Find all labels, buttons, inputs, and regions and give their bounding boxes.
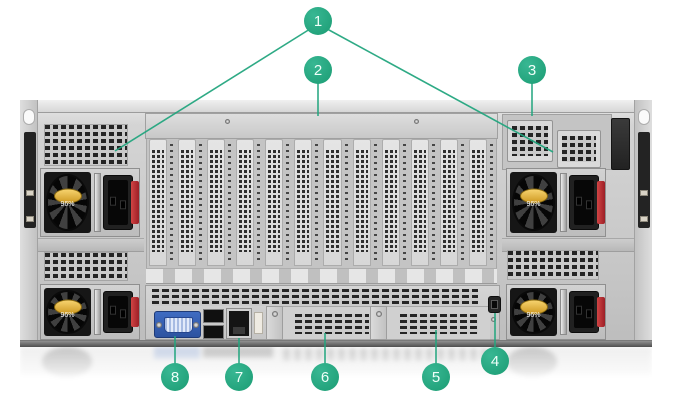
usb-port-icon: [203, 325, 224, 339]
pcie-latch-row: [146, 268, 497, 284]
psu-vent-bottom-left: [44, 252, 128, 281]
callout-5: 5: [422, 363, 450, 391]
blank-slot-vent: [295, 314, 369, 334]
pcie-slot-blank: [292, 139, 321, 268]
rack-ear-strip-right: [638, 132, 650, 228]
psu-efficiency-badge: [53, 299, 82, 315]
callout-4: 4: [481, 347, 509, 375]
power-supply-top-right: 96%: [506, 168, 606, 237]
thumbscrew-left: [23, 109, 35, 125]
io-vent-strip: [152, 289, 478, 306]
power-inlet-icon: [569, 291, 599, 333]
psu-efficiency-badge: [519, 188, 548, 204]
pcie-cage-top-bar: [145, 113, 498, 139]
ear-label: [26, 216, 34, 222]
ear-label: [640, 190, 648, 196]
psu-vent-bottom-right: [507, 250, 599, 280]
power-inlet-icon: [103, 175, 133, 230]
slot-bracket: [370, 306, 387, 340]
power-inlet-icon: [103, 291, 133, 333]
psu-fan-icon: 96%: [510, 288, 557, 336]
psu-handle: [94, 173, 101, 232]
callout-8: 8: [161, 363, 189, 391]
rear-vent-module-right: [557, 130, 601, 168]
screw-icon: [225, 119, 230, 124]
power-supply-bottom-left: 96%: [40, 284, 140, 340]
pcie-slot-blank: [409, 139, 438, 268]
callout-1: 1: [304, 7, 332, 35]
pcie-slot-blank: [205, 139, 234, 268]
rear-vent-module-left: [507, 120, 553, 162]
chassis-bottom-edge: [20, 340, 652, 347]
ear-label: [640, 216, 648, 222]
pcie-slot-blank: [147, 139, 176, 268]
port-label-sticker: [254, 312, 263, 334]
usb-port-icon: [203, 309, 224, 323]
pcie-slot-blank: [176, 139, 205, 268]
chassis-latch: [611, 118, 630, 170]
pcie-slot-blank: [351, 139, 380, 268]
power-inlet-icon: [569, 175, 599, 230]
thumbscrew-right: [638, 109, 650, 125]
psu-efficiency-badge: [519, 299, 548, 315]
screw-icon: [272, 311, 278, 317]
pcie-slot-area: [146, 139, 497, 268]
power-supply-bottom-right: 96%: [506, 284, 606, 340]
psu-bay-divider: [38, 238, 144, 252]
psu-handle: [94, 289, 101, 335]
slot-bracket: [266, 306, 283, 340]
vga-port: [154, 311, 201, 338]
power-supply-top-left: 96%: [40, 168, 140, 237]
callout-7: 7: [225, 363, 253, 391]
psu-release-latch: [597, 297, 605, 327]
pcie-slot-blank: [234, 139, 263, 268]
chassis-top-lid: [20, 100, 652, 113]
callout-2: 2: [304, 56, 332, 84]
psu-fan-icon: 96%: [510, 172, 557, 233]
usb-ports: [203, 309, 224, 339]
screw-icon: [376, 311, 382, 317]
ear-label: [26, 190, 34, 196]
pcie-slot-blank: [438, 139, 467, 268]
psu-release-latch: [597, 181, 605, 224]
screw-icon: [414, 119, 419, 124]
vga-connector-face: [164, 317, 193, 333]
psu-release-latch: [131, 297, 139, 327]
screw-icon: [193, 321, 199, 328]
callout-6: 6: [311, 363, 339, 391]
micro-usb-service-port: [488, 296, 501, 313]
psu-efficiency-badge: [53, 188, 82, 204]
psu-vent-top-left: [44, 124, 128, 166]
blank-slot-vent: [400, 314, 478, 334]
psu-handle: [560, 173, 567, 232]
psu-release-latch: [131, 181, 139, 224]
pcie-slot-blank: [321, 139, 350, 268]
rear-blank-slot-right: [388, 306, 490, 340]
ethernet-port: [226, 308, 252, 339]
psu-fan-icon: 96%: [44, 288, 91, 336]
psu-handle: [560, 289, 567, 335]
pcie-slot-blank: [263, 139, 292, 268]
callout-3: 3: [518, 56, 546, 84]
screw-icon: [156, 321, 162, 328]
psu-fan-icon: 96%: [44, 172, 91, 233]
screw-icon: [491, 317, 496, 322]
pcie-slot-blank: [380, 139, 409, 268]
rack-ear-strip-left: [24, 132, 36, 228]
pcie-slot-blank: [467, 139, 496, 268]
